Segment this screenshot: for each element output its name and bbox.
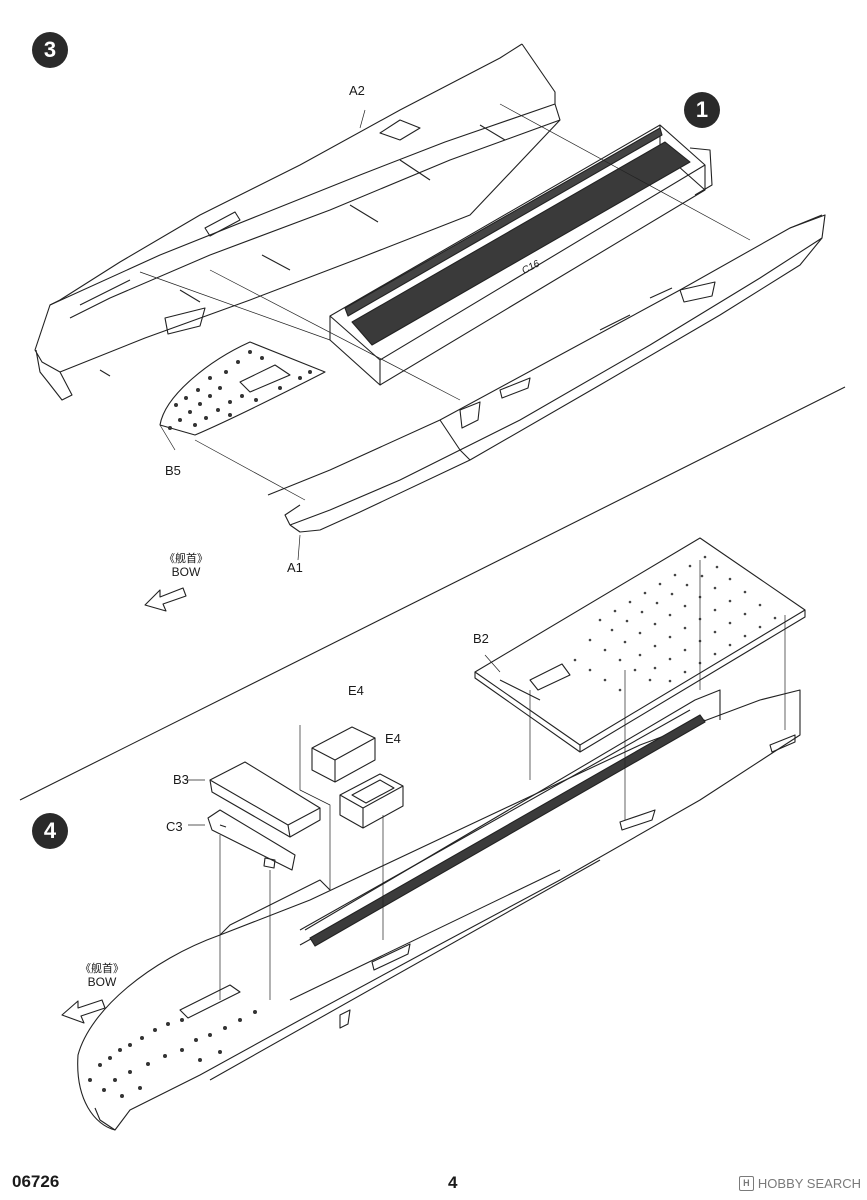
logo-box-icon: H	[738, 1176, 754, 1191]
guide-lines-step4	[185, 560, 786, 1000]
assembled-hull	[77, 689, 801, 1131]
bow-arrow-step3	[144, 587, 187, 612]
bow-label-step3: 《舰首》 BOW	[146, 553, 226, 579]
part-label-c3: C3	[166, 819, 183, 834]
guide-lines-step3	[139, 103, 751, 561]
flight-deck-dots	[573, 555, 777, 692]
bow-label-en: BOW	[171, 564, 201, 579]
part-c3	[207, 809, 296, 871]
product-code: 06726	[12, 1172, 60, 1191]
step-number-3: 3	[32, 32, 68, 68]
part-label-b2: B2	[473, 631, 489, 646]
section-divider	[19, 386, 846, 801]
bow-label-step4: 《舰首》 BOW	[62, 963, 142, 989]
flight-deck-b2	[474, 537, 806, 753]
bow-label-en: BOW	[87, 974, 117, 989]
inner-deck-assembly	[329, 124, 713, 386]
part-label-b5: B5	[165, 463, 181, 478]
part-label-b3: B3	[173, 772, 189, 787]
part-label-a1: A1	[287, 560, 303, 575]
bow-label-cjk: 《舰首》	[164, 553, 208, 565]
bow-deck-fittings	[88, 1010, 257, 1098]
hull-half-a2	[34, 43, 561, 401]
part-label-e4-top: E4	[348, 683, 364, 698]
watermark: H HOBBY SEARCH	[738, 1176, 861, 1191]
part-label-e4-front: E4	[385, 731, 401, 746]
bow-arrow-step4	[61, 999, 106, 1024]
part-b3	[209, 761, 321, 838]
part-e4-front	[339, 773, 404, 829]
bow-label-cjk: 《舰首》	[80, 963, 124, 975]
reference-step-1: 1	[684, 92, 720, 128]
hull-half-a1	[267, 214, 826, 533]
step-number-4: 4	[32, 813, 68, 849]
part-label-a2: A2	[349, 83, 365, 98]
page-number: 4	[448, 1173, 458, 1192]
watermark-text: HOBBY SEARCH	[757, 1176, 861, 1191]
part-e4-top	[311, 726, 376, 783]
bow-deck-b5	[159, 341, 326, 436]
